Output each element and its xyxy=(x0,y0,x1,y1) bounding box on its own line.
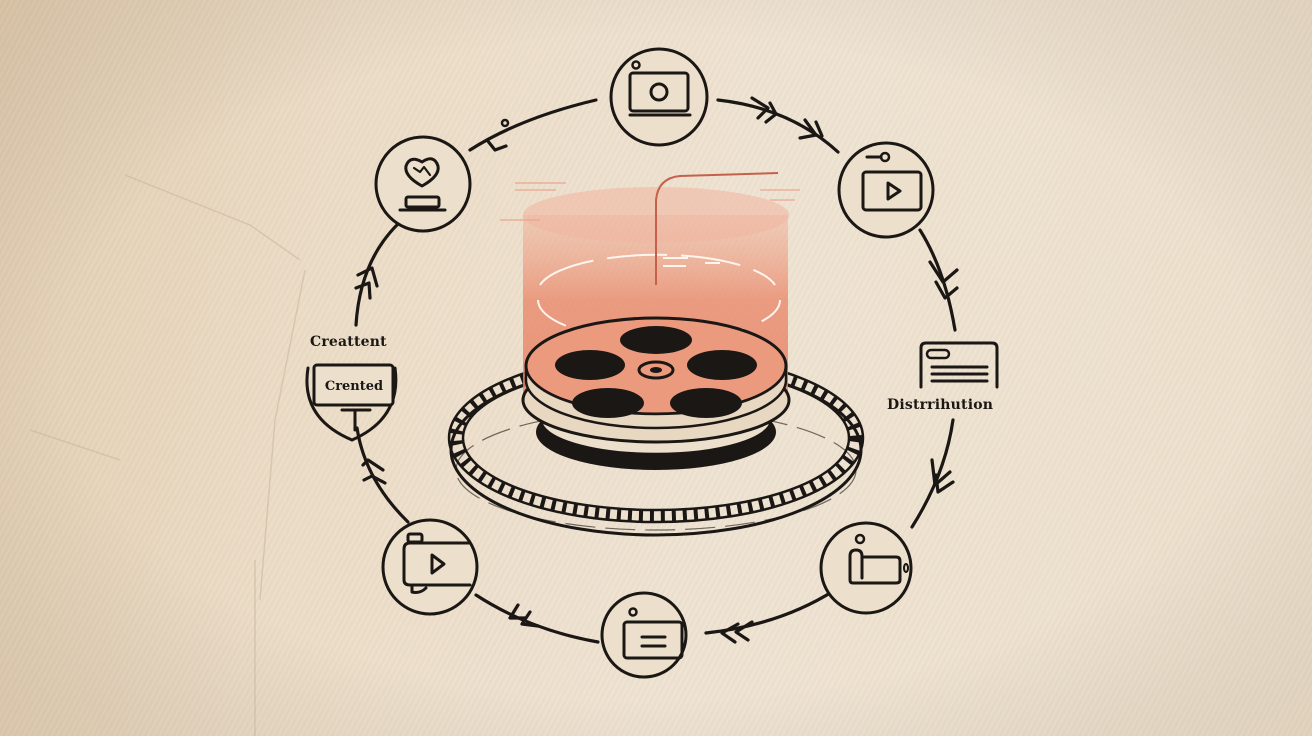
monitor-icon xyxy=(312,363,395,432)
document-card-icon xyxy=(919,341,999,389)
node-label-right: Distrrihution xyxy=(887,397,994,413)
node-upper-right xyxy=(837,141,935,239)
monitor-screen-text: Crented xyxy=(325,379,383,394)
node-right xyxy=(919,341,999,389)
laptop-camera-icon xyxy=(628,60,692,117)
heart-device-icon xyxy=(398,157,447,212)
film-reel xyxy=(521,316,791,470)
node-top xyxy=(609,47,709,147)
node-left xyxy=(305,363,398,442)
cycle-connectors xyxy=(354,96,959,644)
text-card-icon xyxy=(622,607,684,660)
node-label-left: Creattent xyxy=(310,334,387,350)
person-folder-icon xyxy=(848,533,909,585)
video-player-icon xyxy=(861,151,923,212)
node-upper-left xyxy=(374,135,472,233)
node-lower-right xyxy=(819,521,913,615)
node-lower-left xyxy=(381,518,479,616)
film-camera-play-icon xyxy=(402,532,472,594)
node-bottom xyxy=(600,591,688,679)
background-sketch xyxy=(29,174,306,736)
